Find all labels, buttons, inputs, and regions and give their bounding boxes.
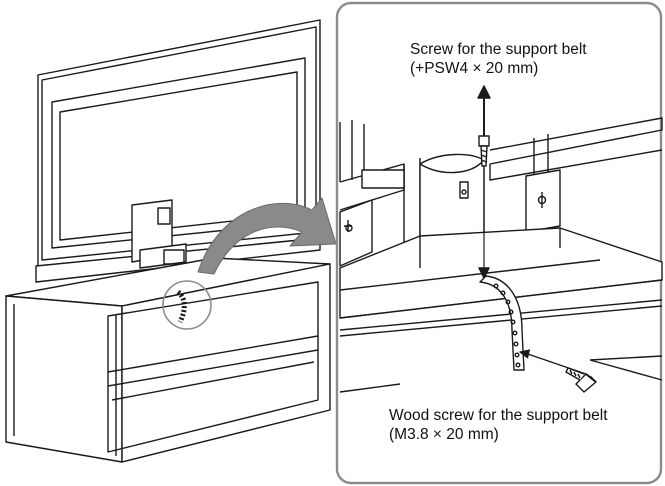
zoom-arrow [197, 197, 337, 275]
wood-screw [519, 349, 597, 393]
tv-rack [5, 257, 331, 463]
wood-screw-label: Wood screw for the support belt (M3.8 × … [389, 406, 608, 444]
support-belt-screw-label: Screw for the support belt (+PSW4 × 20 m… [410, 40, 587, 78]
tv-overview [5, 19, 337, 463]
support-belt-screw [477, 85, 491, 167]
tv-back-panel [37, 19, 321, 267]
wood-screw-label-line1: Wood screw for the support belt [389, 407, 608, 424]
wood-screw-label-line2: (M3.8 × 20 mm) [389, 426, 499, 443]
support-belt-small [176, 290, 187, 324]
support-belt-strap [479, 275, 525, 371]
attachment-point-circle [162, 280, 212, 330]
support-belt-screw-label-line2: (+PSW4 × 20 mm) [410, 60, 539, 77]
support-belt-screw-label-line1: Screw for the support belt [410, 41, 587, 58]
detail-inset [335, 1, 663, 485]
